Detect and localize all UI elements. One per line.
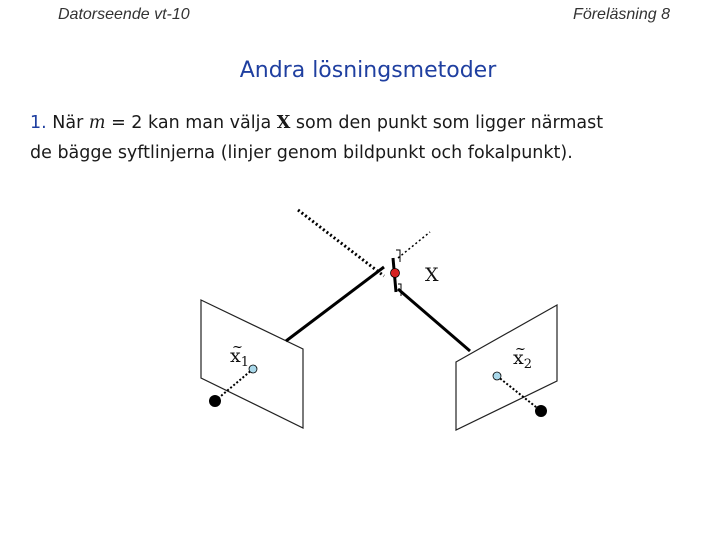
label-x1-tilde: ~ <box>232 340 243 355</box>
left-image-plane <box>200 299 304 429</box>
label-X: X <box>425 264 439 286</box>
distance-tick-top <box>396 249 401 262</box>
math-m: m <box>88 113 106 133</box>
label-x2: x2 <box>513 347 532 372</box>
slide-title: Andra lösningsmetoder <box>239 58 497 83</box>
label-x1: x1 <box>230 345 249 370</box>
right-projection-ray <box>496 375 542 412</box>
right-sight-line <box>397 287 471 353</box>
right-camera-center <box>535 405 547 417</box>
left-sight-line <box>285 265 385 343</box>
left-camera-center <box>209 395 221 407</box>
right-sight-line-far <box>297 208 385 278</box>
header-lecture: Föreläsning 8 <box>573 6 670 23</box>
math-equals: = 2 <box>111 113 143 133</box>
right-image-plane <box>455 303 558 431</box>
item-line-2: de bägge syftlinjerna (linjer genom bild… <box>30 143 573 163</box>
item-text-3: som den punkt som ligger närmast <box>295 113 604 133</box>
distance-tick-bottom <box>398 283 402 296</box>
list-item: 1. När m = 2 kan man välja X som den pun… <box>30 108 714 168</box>
header-course: Datorseende vt-10 <box>58 6 190 23</box>
item-text-1: När <box>52 113 84 133</box>
math-X: X <box>276 113 291 133</box>
left-sight-line-far <box>397 231 431 259</box>
label-x2-tilde: ~ <box>515 342 526 357</box>
point-X-marker <box>390 268 400 278</box>
left-projection-ray <box>214 368 254 402</box>
left-image-point <box>248 364 258 374</box>
right-image-point <box>492 371 502 381</box>
item-text-2: kan man välja <box>148 113 272 133</box>
item-number: 1. <box>30 113 47 133</box>
